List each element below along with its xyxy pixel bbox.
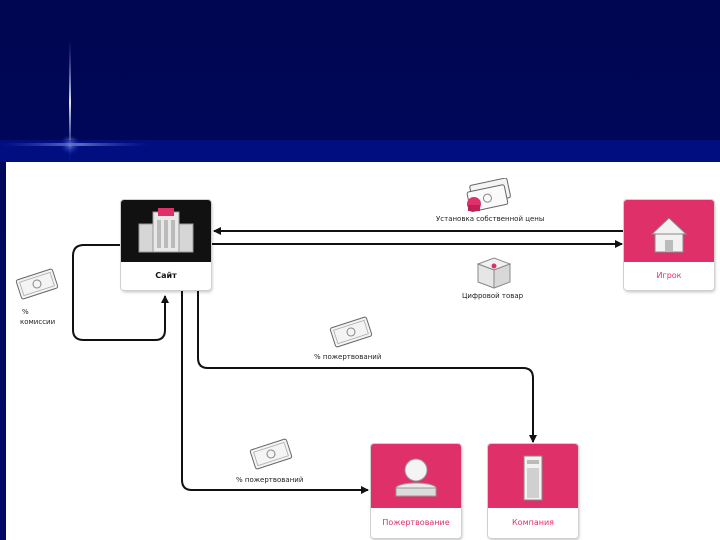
- commission-label: комиссии: [20, 318, 56, 326]
- site-node: Сайт: [121, 200, 211, 290]
- player-node-label: Игрок: [656, 271, 682, 280]
- site-node-header: [121, 200, 211, 262]
- commission-percent-label: %: [22, 308, 29, 316]
- digital-goods-box-icon: [476, 257, 512, 289]
- player-node: Игрок: [624, 200, 714, 290]
- donations-label-upper: % пожертвований: [314, 353, 382, 361]
- arrow-site-to-company: [197, 290, 537, 443]
- banknote-icon: [249, 438, 293, 470]
- office-tower-icon: [523, 455, 543, 501]
- building-icon: [138, 208, 194, 253]
- house-icon: [650, 217, 688, 253]
- banknote-icon: [15, 268, 59, 300]
- own-price-label: Установка собственной цены: [436, 215, 545, 223]
- site-node-label: Сайт: [155, 271, 177, 280]
- donation-node-label: Пожертвование: [382, 518, 450, 527]
- arrow-site-to-donation: [181, 290, 369, 494]
- player-node-header: [624, 200, 714, 262]
- banknote-icon: [329, 316, 373, 348]
- donation-node-header: [371, 444, 461, 508]
- company-node: Компания: [488, 444, 578, 538]
- company-node-label: Компания: [512, 518, 554, 527]
- arrow-commission-loop: [72, 244, 169, 341]
- donation-node: Пожертвование: [371, 444, 461, 538]
- donations-label-lower: % пожертвований: [236, 476, 304, 484]
- digital-goods-label: Цифровой товар: [462, 292, 524, 300]
- donation-bowl-icon: [395, 458, 437, 497]
- banknotes-price-icon: [466, 178, 511, 213]
- company-node-header: [488, 444, 578, 508]
